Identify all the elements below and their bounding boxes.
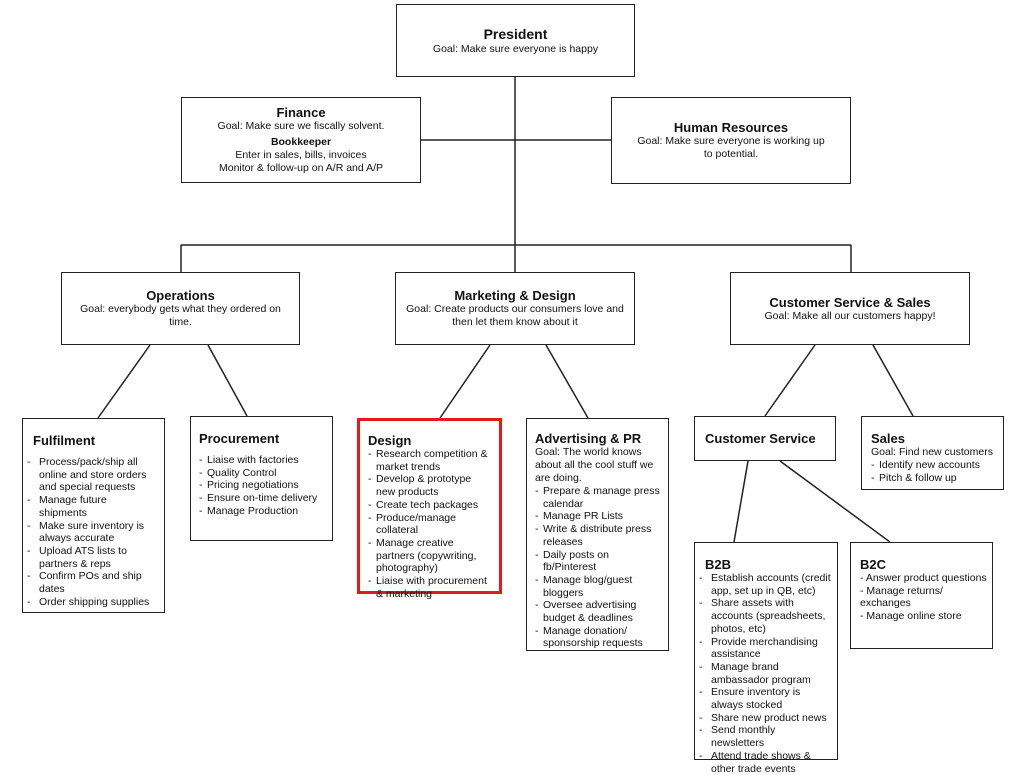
list-item: Manage online store	[860, 610, 988, 623]
list-item: Attend trade shows & other trade events	[699, 750, 831, 775]
list-item: Manage donation/ sponsorship requests	[535, 625, 662, 650]
sales-list: Identify new accounts Pitch & follow up	[871, 459, 997, 484]
list-item: Ensure inventory is always stocked	[699, 686, 831, 711]
list-item: Upload ATS lists to partners & reps	[27, 545, 156, 570]
list-item: Manage PR Lists	[535, 510, 662, 523]
list-item: Develop & prototype new products	[368, 473, 492, 498]
procurement-title: Procurement	[199, 431, 280, 446]
operations-box: Operations Goal: everybody gets what the…	[61, 272, 300, 345]
list-item: Pitch & follow up	[871, 472, 997, 485]
design-list: Research competition & market trends Dev…	[368, 448, 492, 600]
fulfilment-list: Process/pack/ship all online and store o…	[27, 456, 156, 608]
list-item: Prepare & manage press calendar	[535, 485, 662, 510]
marketing-box: Marketing & Design Goal: Create products…	[395, 272, 635, 345]
cs-sales-title: Customer Service & Sales	[769, 294, 931, 310]
advertising-list: Prepare & manage press calendar Manage P…	[535, 485, 662, 650]
list-item: Pricing negotiations	[199, 479, 324, 492]
fulfilment-box: Fulfilment Process/pack/ship all online …	[22, 418, 165, 613]
list-item: Research competition & market trends	[368, 448, 492, 473]
president-goal: Goal: Make sure everyone is happy	[432, 42, 599, 55]
bookkeeper-line: Enter in sales, bills, invoices	[235, 149, 367, 161]
list-item: Answer product questions	[860, 572, 988, 585]
connector-advertising	[545, 344, 589, 419]
b2c-box: B2C Answer product questions Manage retu…	[850, 542, 993, 649]
design-title: Design	[368, 433, 412, 448]
connector-b2b	[733, 460, 749, 543]
list-item: Liaise with procurement & marketing	[368, 575, 492, 600]
list-item: Manage brand ambassador program	[699, 661, 831, 686]
b2c-title: B2C	[860, 557, 887, 572]
list-item: Order shipping supplies	[27, 596, 156, 609]
list-item: Share new product news	[699, 712, 831, 725]
list-item: Provide merchandising assistance	[699, 636, 831, 661]
connector-design	[439, 344, 491, 419]
list-item: Manage creative partners (copywriting, p…	[368, 537, 492, 575]
sales-title: Sales	[871, 431, 905, 446]
customer-service-title: Customer Service	[705, 431, 816, 446]
list-item: Manage Production	[199, 505, 324, 518]
procurement-list: Liaise with factories Quality Control Pr…	[199, 454, 324, 518]
list-item: Produce/manage collateral	[368, 512, 492, 537]
cs-sales-box: Customer Service & Sales Goal: Make all …	[730, 272, 970, 345]
list-item: Send monthly newsletters	[699, 724, 831, 749]
connector-b2c	[779, 460, 891, 543]
advertising-goal: Goal: The world knows about all the cool…	[535, 446, 654, 484]
customer-service-box: Customer Service	[694, 416, 836, 461]
bookkeeper-line: Monitor & follow-up on A/R and A/P	[218, 162, 383, 174]
list-item: Identify new accounts	[871, 459, 997, 472]
advertising-box: Advertising & PR Goal: The world knows a…	[526, 418, 669, 651]
finance-box: Finance Goal: Make sure we fiscally solv…	[181, 97, 421, 183]
president-title: President	[483, 25, 548, 42]
connector-customer-service	[764, 344, 816, 417]
list-item: Make sure inventory is always accurate	[27, 520, 156, 545]
connector-procurement	[207, 344, 248, 417]
connector-fulfilment	[97, 344, 151, 419]
list-item: Confirm POs and ship dates	[27, 570, 156, 595]
cs-sales-goal: Goal: Make all our customers happy!	[764, 309, 936, 322]
marketing-goal: Goal: Create products our consumers love…	[406, 303, 624, 328]
procurement-box: Procurement Liaise with factories Qualit…	[190, 416, 333, 541]
list-item: Write & distribute press releases	[535, 523, 662, 548]
sales-goal: Goal: Find new customers	[871, 446, 993, 458]
list-item: Share assets with accounts (spreadsheets…	[699, 597, 831, 635]
list-item: Establish accounts (credit app, set up i…	[699, 572, 831, 597]
hr-box: Human Resources Goal: Make sure everyone…	[611, 97, 851, 184]
b2b-box: B2B Establish accounts (credit app, set …	[694, 542, 838, 775]
president-box: President Goal: Make sure everyone is ha…	[396, 4, 635, 77]
hr-goal: Goal: Make sure everyone is working up t…	[637, 135, 825, 160]
list-item: Process/pack/ship all online and store o…	[27, 456, 156, 494]
marketing-title: Marketing & Design	[454, 288, 576, 303]
operations-goal: Goal: everybody gets what they ordered o…	[80, 303, 281, 328]
hr-title: Human Resources	[673, 120, 789, 135]
b2c-list: Answer product questions Manage returns/…	[860, 572, 988, 623]
list-item: Ensure on-time delivery	[199, 492, 324, 505]
list-item: Quality Control	[199, 467, 324, 480]
sales-box: Sales Goal: Find new customers Identify …	[861, 416, 1004, 490]
advertising-title: Advertising & PR	[535, 431, 642, 446]
fulfilment-title: Fulfilment	[33, 433, 96, 448]
list-item: Create tech packages	[368, 499, 492, 512]
b2b-title: B2B	[705, 557, 732, 572]
list-item: Oversee advertising budget & deadlines	[535, 599, 662, 624]
list-item: Manage returns/ exchanges	[860, 585, 988, 610]
list-item: Daily posts on fb/Pinterest	[535, 549, 662, 574]
bookkeeper-title: Bookkeeper	[270, 136, 332, 148]
b2b-list: Establish accounts (credit app, set up i…	[699, 572, 831, 775]
list-item: Liaise with factories	[199, 454, 324, 467]
design-box: Design Research competition & market tre…	[357, 418, 502, 600]
finance-title: Finance	[276, 105, 326, 120]
list-item: Manage blog/guest bloggers	[535, 574, 662, 599]
connector-sales	[872, 344, 914, 417]
operations-title: Operations	[146, 288, 215, 303]
list-item: Manage future shipments	[27, 494, 156, 519]
finance-goal: Goal: Make sure we fiscally solvent.	[217, 120, 385, 132]
